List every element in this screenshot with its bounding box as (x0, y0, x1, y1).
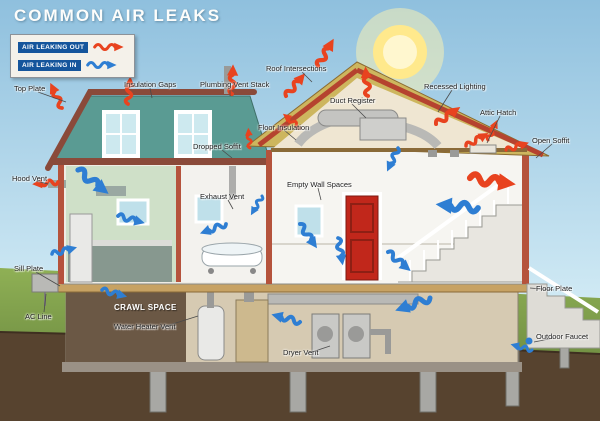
label-insulation-gaps: Insulation Gaps (124, 80, 177, 89)
duct-register-unit (359, 117, 407, 141)
page-title: COMMON AIR LEAKS (14, 6, 222, 25)
left-building (48, 159, 271, 285)
right-house (266, 149, 529, 285)
outdoor-faucet-spigot (525, 337, 533, 345)
water-heater (197, 288, 225, 361)
left-attic (45, 66, 272, 171)
label-dropped-soffit: Dropped Soffit (193, 142, 241, 151)
label-recessed-lighting: Recessed Lighting (424, 82, 486, 91)
kitchen-window (116, 198, 150, 226)
living-window (294, 204, 324, 238)
label-crawl-space: CRAWL SPACE (114, 303, 177, 312)
legend-in-label: AIR LEAKING IN (18, 59, 81, 71)
attic-window-right (174, 110, 212, 158)
label-exhaust-vent: Exhaust Vent (200, 192, 245, 201)
attic-window-left (102, 110, 140, 158)
label-sill-plate: Sill Plate (14, 264, 44, 273)
label-water-heater-vent: Water Heater Vent (114, 322, 176, 331)
label-outdoor-faucet: Outdoor Faucet (536, 332, 589, 341)
bathtub (201, 242, 263, 274)
porch-steps (525, 266, 600, 349)
leak-out-arrow-icon (93, 42, 124, 52)
legend-out-label: AIR LEAKING OUT (18, 41, 89, 53)
label-attic-hatch: Attic Hatch (480, 108, 517, 117)
washer-dryer (311, 313, 391, 359)
label-top-plate: Top Plate (14, 84, 46, 93)
label-dryer-vent: Dryer Vent (283, 348, 319, 357)
range-hood (96, 186, 126, 196)
legend-row-air-leaking-in: AIR LEAKING IN (18, 58, 127, 72)
label-hood-vent: Hood Vent (12, 174, 48, 183)
legend-row-air-leaking-out: AIR LEAKING OUT (18, 40, 127, 54)
front-door (342, 192, 382, 281)
label-roof-intersections: Roof Intersections (266, 64, 327, 73)
plumbing-vent-stack-pipe (224, 66, 231, 94)
label-duct-register: Duct Register (330, 96, 376, 105)
recessed-lights (428, 150, 459, 157)
label-ac-line: AC Line (25, 312, 52, 321)
label-floor-plate: Floor Plate (536, 284, 573, 293)
leader-lines (35, 71, 555, 355)
leak-in-arrow-icon (85, 60, 117, 70)
label-open-soffit: Open Soffit (532, 136, 570, 145)
label-floor-insulation: Floor Insulation (258, 123, 310, 132)
legend: AIR LEAKING OUT AIR LEAKING IN (10, 34, 136, 78)
bathroom-window (194, 194, 224, 224)
label-empty-wall-spaces: Empty Wall Spaces (287, 180, 352, 189)
staircase (396, 176, 528, 283)
label-plumbing-vent-stack: Plumbing Vent Stack (200, 80, 270, 89)
basement (62, 284, 522, 372)
attic-ducts (294, 109, 442, 150)
furnace (235, 299, 269, 363)
attic-hatch-panel (469, 144, 497, 154)
